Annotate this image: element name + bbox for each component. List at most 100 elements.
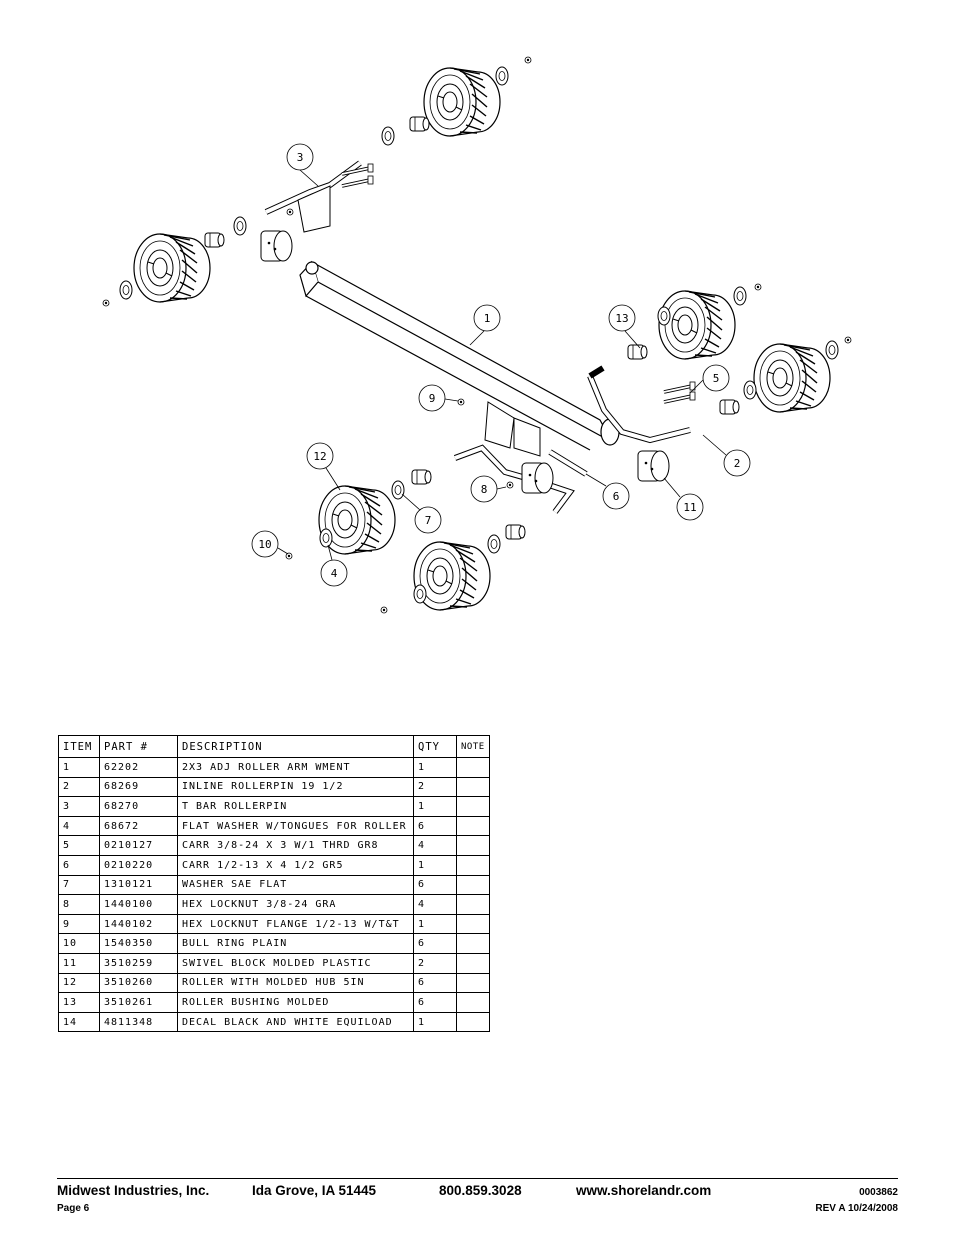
cell-item: 8 [58,894,100,915]
cell-item: 2 [58,776,100,798]
footer-page-number: Page 6 [57,1203,90,1214]
cell-note [456,952,490,974]
cell-item: 5 [58,835,100,856]
cell-note [456,933,490,954]
cell-description: INLINE ROLLERPIN 19 1/2 [177,776,414,798]
callout-8: 8 [481,483,488,496]
cell-qty: 4 [413,835,457,856]
cell-part: 3510260 [99,972,178,994]
cell-note [456,776,490,798]
cell-part: 1310121 [99,874,178,896]
cell-part: 1540350 [99,933,178,954]
cell-item: 7 [58,874,100,896]
cell-qty: 6 [413,874,457,896]
cell-part: 0210220 [99,854,178,876]
cell-part: 62202 [99,757,178,778]
cell-item: 9 [58,913,100,935]
cell-note [456,874,490,896]
callout-11: 11 [683,501,696,514]
cell-item: 11 [58,952,100,974]
callout-7: 7 [425,514,432,527]
cell-description: FLAT WASHER W/TONGUES FOR ROLLER [177,815,414,837]
cell-description: DECAL BLACK AND WHITE EQUILOAD [177,1011,414,1033]
callout-2: 2 [734,457,741,470]
cell-note [456,972,490,994]
cell-part: 3510261 [99,992,178,1013]
header-item: ITEM [58,735,100,758]
cell-qty: 6 [413,815,457,837]
footer-website: www.shorelandr.com [576,1183,712,1198]
cell-description: CARR 3/8-24 X 3 W/1 THRD GR8 [177,835,414,856]
table-header-row: ITEM PART # DESCRIPTION QTY NOTE [58,735,490,758]
cell-qty: 1 [413,854,457,876]
cell-item: 1 [58,757,100,778]
cell-note [456,894,490,915]
cell-qty: 1 [413,913,457,935]
cell-note [456,815,490,837]
footer-divider [57,1178,898,1179]
cell-qty: 1 [413,1011,457,1033]
exploded-parts-diagram: 3 1 13 5 9 2 12 8 6 11 7 10 4 [102,56,852,614]
roller-arm-weldment [299,260,620,451]
header-description: DESCRIPTION [177,735,414,758]
footer-company: Midwest Industries, Inc. [57,1183,210,1198]
cell-item: 3 [58,796,100,817]
cell-qty: 6 [413,992,457,1013]
cell-part: 1440102 [99,913,178,935]
footer-doc-number: 0003862 [859,1187,898,1198]
footer-phone: 800.859.3028 [439,1183,522,1198]
callout-5: 5 [713,372,720,385]
callout-13: 13 [615,312,628,325]
cell-item: 14 [58,1011,100,1033]
cell-part: 4811348 [99,1011,178,1033]
cell-description: CARR 1/2-13 X 4 1/2 GR5 [177,854,414,876]
callout-10: 10 [258,538,271,551]
cell-note [456,854,490,876]
cell-note [456,913,490,935]
cell-qty: 2 [413,952,457,974]
callout-9: 9 [429,392,436,405]
cell-note [456,1011,490,1033]
cell-description: 2X3 ADJ ROLLER ARM WMENT [177,757,414,778]
cell-part: 3510259 [99,952,178,974]
header-note: NOTE [456,735,490,758]
cell-item: 10 [58,933,100,954]
footer-location: Ida Grove, IA 51445 [252,1183,377,1198]
cell-item: 6 [58,854,100,876]
cell-description: SWIVEL BLOCK MOLDED PLASTIC [177,952,414,974]
cell-part: 68672 [99,815,178,837]
cell-description: T BAR ROLLERPIN [177,796,414,817]
cell-description: HEX LOCKNUT FLANGE 1/2-13 W/T&T [177,913,414,935]
cell-qty: 4 [413,894,457,915]
header-qty: QTY [413,735,457,758]
cell-item: 13 [58,992,100,1013]
callout-6: 6 [613,490,620,503]
callout-1: 1 [484,312,491,325]
cell-part: 68270 [99,796,178,817]
cell-note [456,796,490,817]
cell-part: 68269 [99,776,178,798]
cell-description: HEX LOCKNUT 3/8-24 GRA [177,894,414,915]
cell-item: 4 [58,815,100,837]
footer-revision: REV A 10/24/2008 [815,1203,898,1214]
cell-note [456,992,490,1013]
cell-qty: 6 [413,933,457,954]
callout-3: 3 [297,151,304,164]
callout-12: 12 [313,450,326,463]
cell-description: WASHER SAE FLAT [177,874,414,896]
